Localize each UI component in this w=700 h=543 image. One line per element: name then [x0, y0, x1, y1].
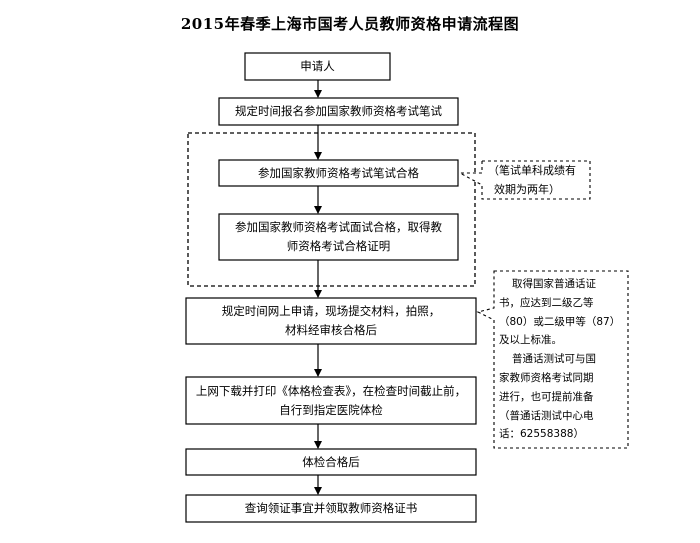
mandarin-note-line-3: （80）或二级甲等（87）	[499, 315, 621, 328]
mandarin-note-line-1: 取得国家普通话证	[512, 278, 596, 290]
step-physical-line-1: 上网下载并打印《体格检查表》，在检查时间截止前，	[195, 383, 467, 398]
step-collect-certificate: 查询领证事宜并领取教师资格证书	[186, 495, 476, 522]
mandarin-note-line-4: 及以上标准。	[499, 334, 562, 347]
step-applicant-text: 申请人	[300, 59, 335, 73]
mandarin-callout-border	[476, 270, 629, 449]
mandarin-note-line-9: 话：62558388）	[499, 428, 584, 441]
exam-group-dashed-border	[187, 132, 476, 287]
step-register-written-exam: 规定时间报名参加国家教师资格考试笔试	[219, 98, 458, 125]
mandarin-note-line-5: 普通话测试可与国	[512, 353, 596, 366]
step-box-pass-written-exam	[218, 159, 459, 187]
validity-note: （笔试单科成绩有 效期为两年）	[488, 162, 588, 199]
step-box-exam-passed	[185, 448, 477, 476]
step-exam-passed: 体检合格后	[186, 449, 476, 475]
step-online-line-2: 材料经审核合格后	[285, 323, 377, 337]
step-box-register-written-exam	[218, 97, 459, 126]
page-title: 2015年春季上海市国考人员教师资格申请流程图	[180, 15, 520, 33]
step-exam-passed-text: 体检合格后	[302, 454, 360, 469]
mandarin-note-line-8: （普通话测试中心电	[499, 409, 594, 422]
step-online-application: 规定时间网上申请，现场提交材料，拍照， 材料经审核合格后	[186, 298, 476, 344]
step-pass-written-exam: 参加国家教师资格考试笔试合格	[219, 160, 458, 186]
validity-note-line-1: （笔试单科成绩有	[488, 164, 576, 177]
mandarin-note: 取得国家普通话证 书，应达到二级乙等 （80）或二级甲等（87） 及以上标准。 …	[499, 275, 627, 444]
step-physical-line-2: 自行到指定医院体检	[279, 402, 383, 417]
step-collect-text: 查询领证事宜并领取教师资格证书	[244, 501, 418, 515]
step-physical-exam: 上网下载并打印《体格检查表》，在检查时间截止前， 自行到指定医院体检	[186, 377, 476, 424]
step-box-physical-exam	[185, 376, 477, 425]
step-interview-line-2: 师资格考试合格证明	[286, 239, 391, 253]
step-box-applicant	[244, 52, 391, 81]
step-online-line-1: 规定时间网上申请，现场提交材料，拍照，	[221, 304, 441, 318]
step-written-pass-text: 参加国家教师资格考试笔试合格	[258, 165, 419, 180]
step-pass-interview: 参加国家教师资格考试面试合格，取得教 师资格考试合格证明	[219, 214, 458, 260]
step-interview-line-1: 参加国家教师资格考试面试合格，取得教	[235, 220, 442, 234]
validity-callout-border	[459, 160, 591, 200]
step-register-text: 规定时间报名参加国家教师资格考试笔试	[235, 104, 442, 118]
mandarin-note-line-7: 进行，也可提前准备	[499, 390, 594, 403]
validity-note-line-2: 效期为两年）	[494, 182, 560, 196]
step-box-collect-certificate	[185, 494, 477, 523]
mandarin-note-line-2: 书，应达到二级乙等	[499, 296, 594, 309]
step-box-pass-interview	[218, 213, 459, 261]
mandarin-note-line-6: 家教师资格考试同期	[499, 371, 594, 384]
step-box-online-application	[185, 297, 477, 345]
step-applicant: 申请人	[245, 53, 390, 80]
